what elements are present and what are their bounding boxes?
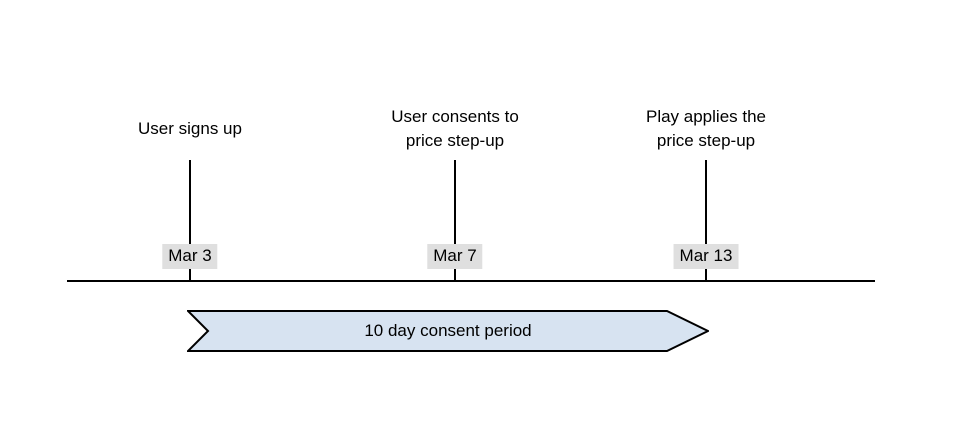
event-title-line: price step-up xyxy=(656,131,756,150)
event-date-label: Mar 3 xyxy=(162,244,218,269)
event-title-line: Play applies the xyxy=(645,107,767,126)
chevron-arrow-shape xyxy=(187,310,709,352)
event-title: User signs up xyxy=(30,103,350,155)
event-tick-line xyxy=(189,160,191,282)
event-title: Play applies the price step-up xyxy=(546,103,866,155)
event-title-line: price step-up xyxy=(405,131,505,150)
timeline-axis xyxy=(67,280,875,282)
event-date-label: Mar 7 xyxy=(427,244,483,269)
event-tick-line xyxy=(454,160,456,282)
consent-period-label: 10 day consent period xyxy=(364,321,532,340)
event-tick-line xyxy=(705,160,707,282)
consent-period-banner: 10 day consent period xyxy=(187,310,709,352)
event-title-line: User signs up xyxy=(138,119,242,138)
event-title-line: User consents to xyxy=(391,107,519,126)
event-title: User consents to price step-up xyxy=(295,103,615,155)
event-date-label: Mar 13 xyxy=(673,244,739,269)
